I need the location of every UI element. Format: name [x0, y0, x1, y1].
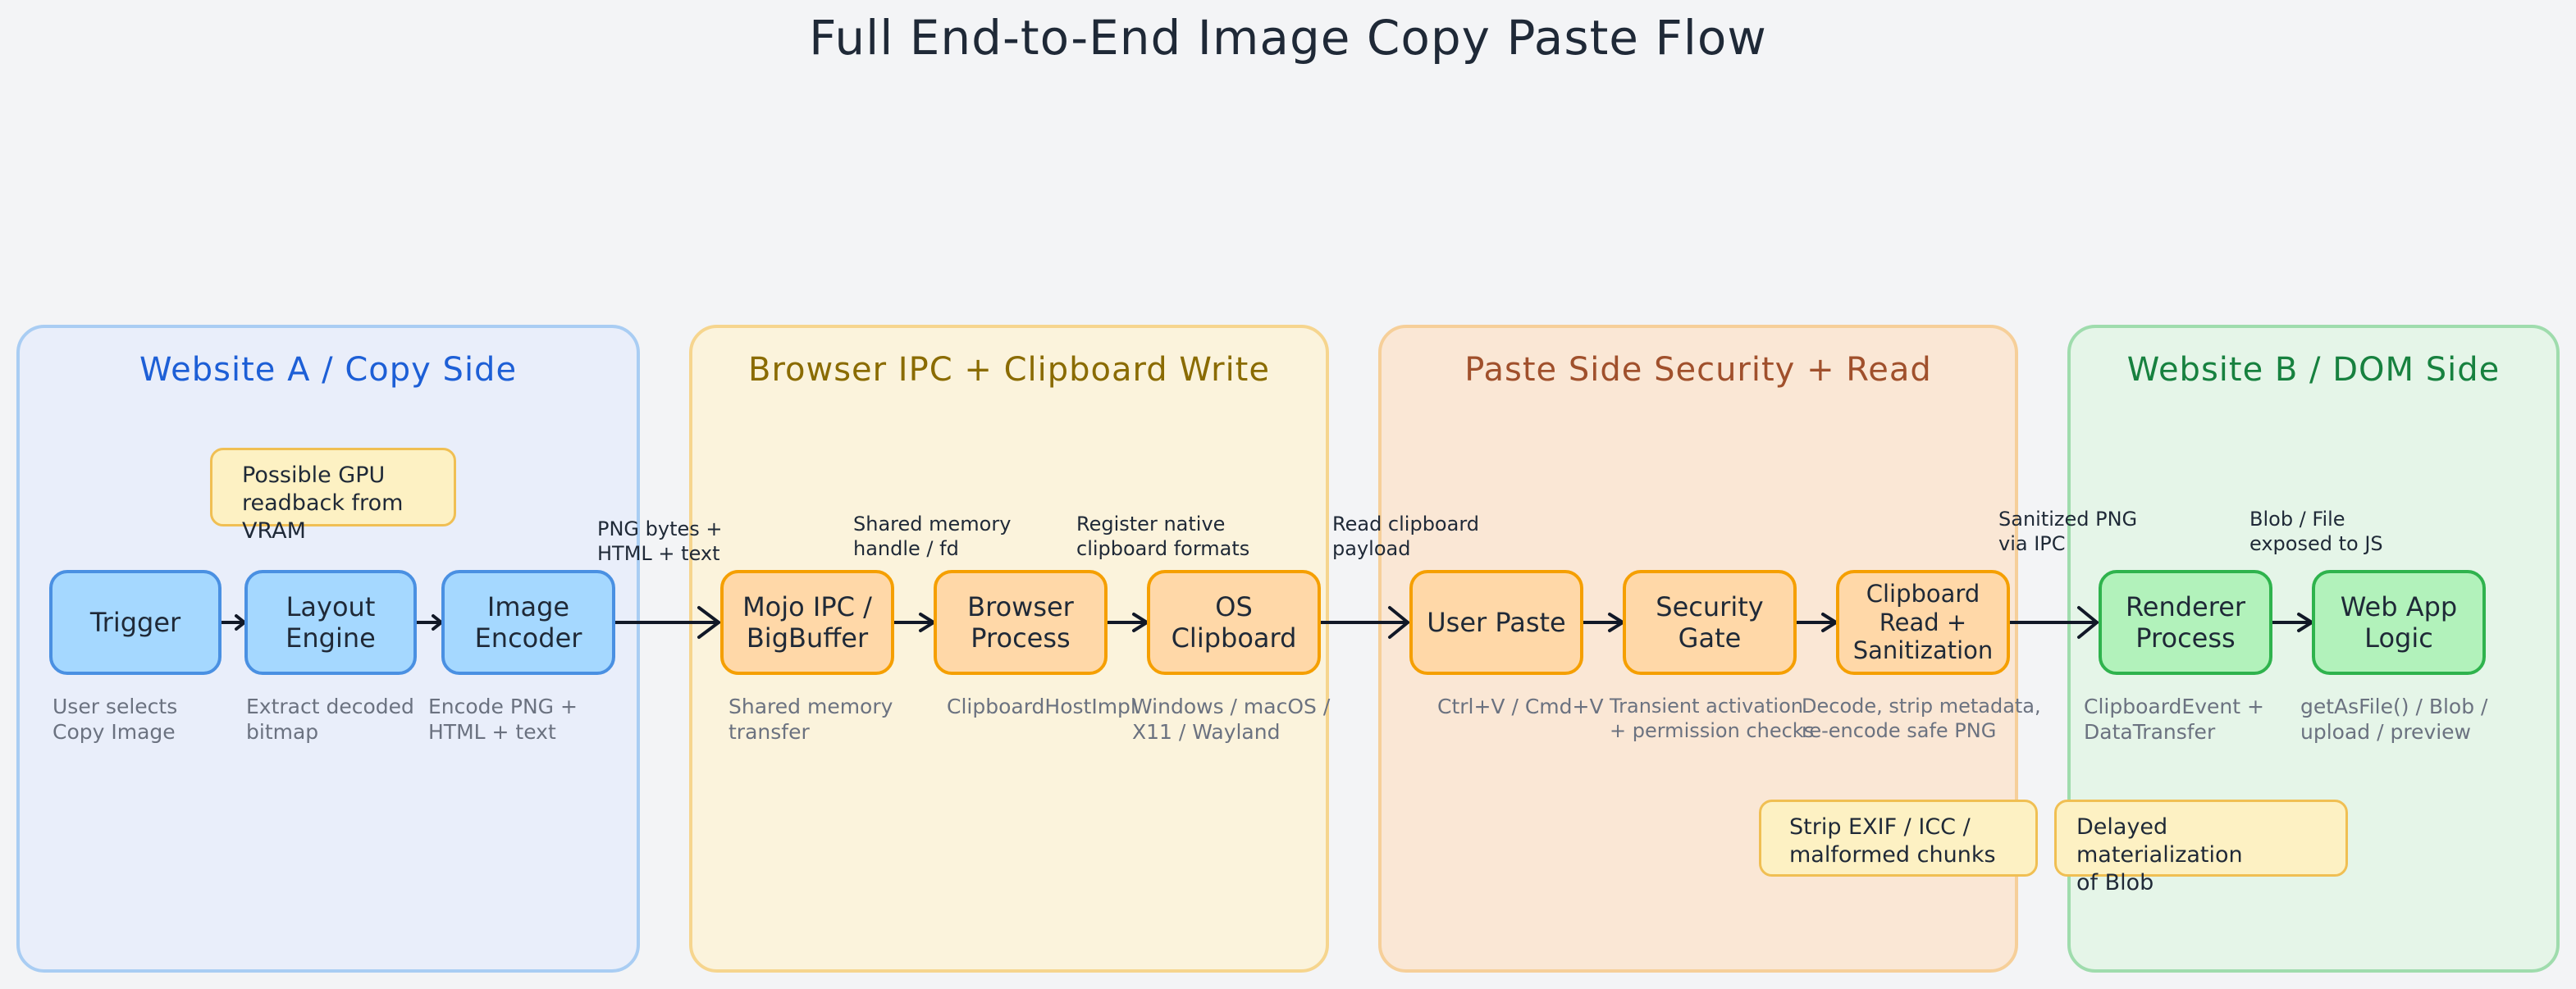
- edge-label-sanitized-png: Sanitized PNG via IPC: [1998, 508, 2138, 555]
- arrow-mojo-to-browser: [893, 613, 935, 632]
- caption-mojo-ipc: Shared memory transfer: [728, 695, 893, 745]
- node-mojo-ipc: Mojo IPC / BigBuffer: [720, 570, 894, 675]
- arrow-os-to-paste: [1319, 606, 1409, 639]
- caption-image-encoder: Encode PNG + HTML + text: [428, 695, 578, 745]
- panel-title-website-b: Website B / DOM Side: [2126, 351, 2501, 389]
- node-trigger: Trigger: [49, 570, 222, 675]
- node-security-gate: Security Gate: [1623, 570, 1797, 675]
- node-web-app-logic: Web App Logic: [2312, 570, 2486, 675]
- node-image-encoder: Image Encoder: [441, 570, 615, 675]
- node-clipboard-read: Clipboard Read + Sanitization: [1836, 570, 2010, 675]
- node-renderer-process: Renderer Process: [2099, 570, 2272, 675]
- caption-web-app-logic: getAsFile() / Blob / upload / preview: [2300, 695, 2488, 745]
- note-delayed-blob: Delayed materialization of Blob: [2054, 800, 2348, 896]
- caption-user-paste: Ctrl+V / Cmd+V: [1437, 695, 1604, 718]
- note-strip-exif: Strip EXIF / ICC / malformed chunks: [1759, 800, 2038, 877]
- arrow-gate-to-read: [1795, 613, 1838, 632]
- caption-clipboard-read: Decode, strip metadata, re-encode safe P…: [1802, 695, 2041, 742]
- node-user-paste: User Paste: [1409, 570, 1583, 675]
- caption-renderer-process: ClipboardEvent + DataTransfer: [2084, 695, 2264, 745]
- arrow-browser-to-os: [1106, 613, 1149, 632]
- arrow-paste-to-gate: [1582, 613, 1624, 632]
- panel-title-paste-security: Paste Side Security + Read: [1464, 351, 1932, 389]
- diagram-title: Full End-to-End Image Copy Paste Flow: [809, 10, 1767, 66]
- arrow-trigger-to-layout: [220, 614, 246, 631]
- caption-os-clipboard: Windows / macOS / X11 / Wayland: [1132, 695, 1331, 745]
- arrow-encoder-to-mojo: [614, 606, 720, 639]
- arrow-renderer-to-webapp: [2271, 613, 2313, 632]
- edge-label-shared-memory: Shared memory handle / fd: [853, 513, 1012, 560]
- note-gpu-readback: Possible GPU readback from VRAM: [210, 448, 456, 544]
- caption-browser-process: ClipboardHostImpl: [947, 695, 1136, 718]
- node-os-clipboard: OS Clipboard: [1147, 570, 1321, 675]
- edge-label-blob-file: Blob / File exposed to JS: [2249, 508, 2383, 555]
- panel-title-website-a: Website A / Copy Side: [139, 351, 518, 389]
- caption-layout-engine: Extract decoded bitmap: [246, 695, 414, 745]
- edge-label-read-clipboard: Read clipboard payload: [1332, 513, 1480, 560]
- arrow-layout-to-encoder: [415, 614, 443, 631]
- edge-label-png-bytes: PNG bytes + HTML + text: [597, 517, 723, 565]
- caption-trigger: User selects Copy Image: [53, 695, 178, 745]
- arrow-read-to-renderer: [2008, 606, 2099, 639]
- node-browser-process: Browser Process: [934, 570, 1108, 675]
- panel-title-browser-ipc: Browser IPC + Clipboard Write: [748, 351, 1270, 389]
- node-layout-engine: Layout Engine: [244, 570, 417, 675]
- edge-label-register-formats: Register native clipboard formats: [1076, 513, 1250, 560]
- caption-security-gate: Transient activation + permission checks: [1610, 695, 1815, 742]
